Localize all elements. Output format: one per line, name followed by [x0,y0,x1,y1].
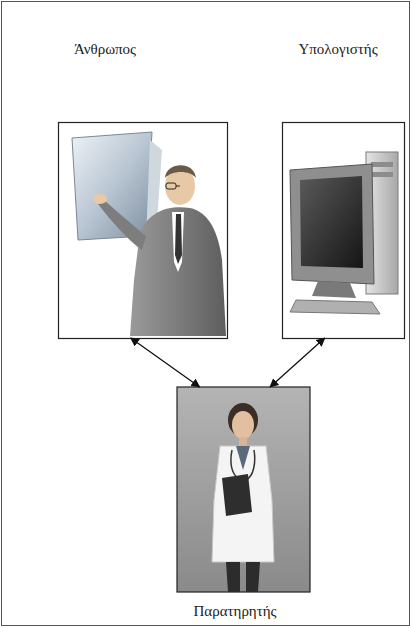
neck [239,437,247,445]
glasses-bridge [176,186,180,187]
picture-box: Παρατηρητής [177,387,310,624]
observer-picture [177,387,310,592]
node-label: Άνθρωπος [72,40,138,58]
arm [98,200,146,250]
node-label: Υπολογιστής [296,40,379,58]
shirt [172,212,184,272]
xray-sheet [72,132,152,240]
white-coat [212,446,274,562]
hand [93,194,107,204]
picture-frame [59,123,228,339]
picture-box: Υπολογιστής [282,36,404,338]
glasses [166,183,176,189]
picture-frame [283,123,405,339]
human-picture [59,123,228,339]
shirt [236,446,250,470]
suit [130,207,226,336]
node-label: Παρατηρητής [191,602,278,620]
hair [165,165,196,178]
drive-bay [371,172,393,177]
clipboard [222,474,252,516]
face [232,411,254,439]
monitor-screen [300,176,363,268]
leg [246,562,260,592]
monitor-body [290,164,374,284]
picture-frame [177,387,310,592]
picture-box: Άνθρωπος [58,36,227,338]
tie [175,214,182,264]
double-arrow [270,338,325,387]
double-arrow [131,338,200,387]
monitor-stand [312,281,356,298]
computer-picture [283,123,405,339]
keyboard [290,300,380,314]
leg [226,562,240,592]
drive-bay [371,162,393,167]
